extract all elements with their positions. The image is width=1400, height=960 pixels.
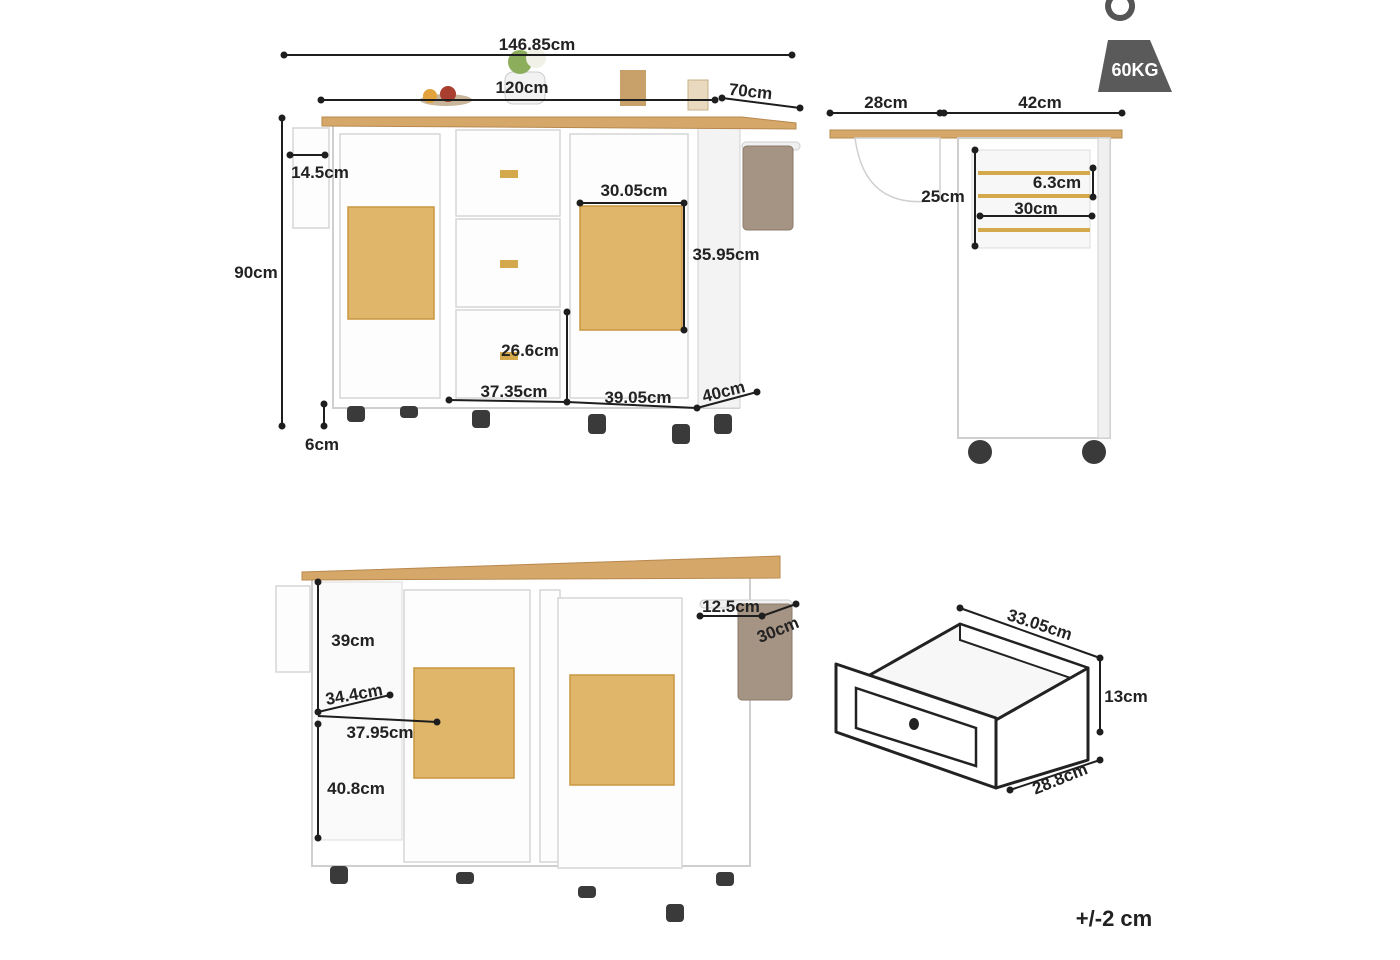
- tolerance-note: +/-2 cm: [1076, 906, 1152, 931]
- rail-length-label: 12.5cm: [702, 597, 760, 616]
- drawer-height-label: 26.6cm: [501, 341, 559, 360]
- rack-height-label: 25cm: [921, 187, 964, 206]
- leaf-width-label: 28cm: [864, 93, 907, 112]
- depth-label: 70cm: [728, 80, 773, 103]
- drawer-sketch: [834, 622, 1090, 790]
- drawer-inner-width-label: 33.05cm: [1005, 605, 1075, 644]
- rack-spacing-label: 6.3cm: [1033, 173, 1081, 192]
- front-view-dimensions: [278, 51, 804, 430]
- weight-badge-text: 60KG: [1111, 60, 1158, 80]
- weight-icon: 60KG: [1098, 0, 1172, 92]
- rack-width-label: 30cm: [1014, 199, 1057, 218]
- drawer-height-sketch-label: 13cm: [1104, 687, 1147, 706]
- height-label: 90cm: [234, 263, 277, 282]
- drawer-width-label: 37.35cm: [480, 382, 547, 401]
- upper-shelf-height-label: 39cm: [331, 631, 374, 650]
- drawer-dimensions: [956, 604, 1104, 794]
- hook-width-label: 14.5cm: [291, 163, 349, 182]
- side-view-dimensions: [826, 109, 1126, 250]
- back-view-dimensions: [314, 578, 800, 842]
- cabinet-width-label: 39.05cm: [604, 388, 671, 407]
- top-width-label: 120cm: [496, 78, 549, 97]
- shelf-width-label: 37.95cm: [346, 723, 413, 742]
- lower-shelf-height-label: 40.8cm: [327, 779, 385, 798]
- back-view-illustration: [275, 555, 793, 922]
- wheel-height-label: 6cm: [305, 435, 339, 454]
- door-width-label: 30.05cm: [600, 181, 667, 200]
- overall-width-label: 146.85cm: [499, 35, 576, 54]
- front-view-illustration: [292, 48, 801, 444]
- top-depth-label: 42cm: [1018, 93, 1061, 112]
- door-height-label: 35.95cm: [692, 245, 759, 264]
- side-view-illustration: [829, 129, 1123, 464]
